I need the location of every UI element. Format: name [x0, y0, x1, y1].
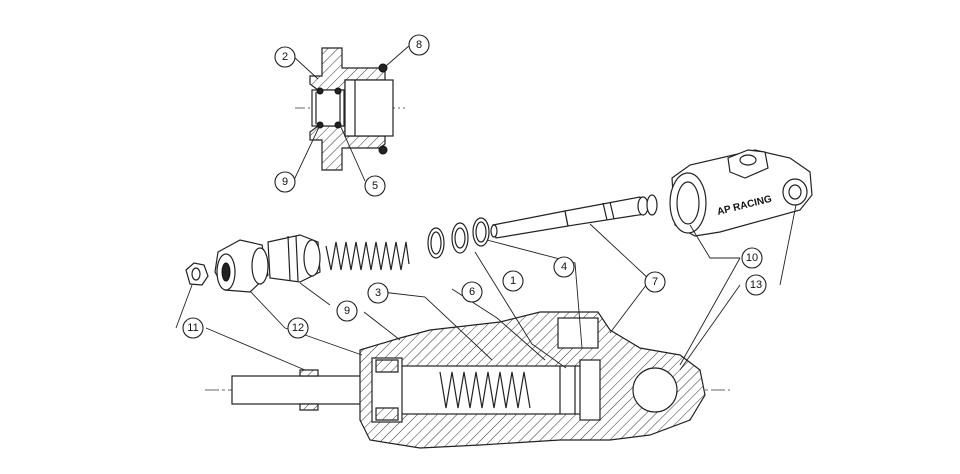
callout-label: 9 [344, 305, 350, 317]
callout-label: 1 [510, 275, 516, 287]
callout-balloon: 11 [182, 317, 204, 339]
callout-label: 7 [652, 276, 658, 288]
callout-balloon: 8 [408, 34, 430, 56]
callout-balloon: 4 [553, 256, 575, 278]
callout-balloon: 9 [336, 300, 358, 322]
callout-balloon: 3 [367, 282, 389, 304]
callout-balloon: 1 [502, 270, 524, 292]
callout-balloon: 12 [287, 317, 309, 339]
callout-label: 9 [282, 176, 288, 188]
callout-balloon: 5 [364, 175, 386, 197]
callout-label: 5 [372, 180, 378, 192]
return-spring [325, 241, 410, 271]
callout-balloons: 1 2 3 4 5 6 7 8 9 9 10 1 [182, 34, 767, 339]
callout-label: 2 [282, 51, 288, 63]
callout-label: 13 [750, 279, 762, 291]
callout-balloon: 10 [741, 247, 763, 269]
circlip-and-washers [427, 217, 490, 259]
callout-balloon: 7 [644, 271, 666, 293]
callout-balloon: 9 [274, 171, 296, 193]
callout-balloon: 6 [461, 281, 483, 303]
pushrod [490, 194, 658, 239]
gland-nut [214, 239, 269, 293]
leader-lines [175, 44, 797, 371]
callout-label: 10 [746, 252, 758, 264]
callout-label: 3 [375, 287, 381, 299]
callout-label: 6 [469, 286, 475, 298]
callout-label: 4 [561, 261, 567, 273]
lock-nut [185, 262, 209, 286]
callout-label: 12 [292, 322, 304, 334]
callout-label: 11 [187, 322, 198, 334]
master-cylinder-body: AP RACING [669, 149, 813, 237]
callout-label: 8 [416, 39, 422, 51]
callout-balloon: 2 [274, 46, 296, 68]
section-view [205, 311, 730, 449]
seal-carrier [267, 234, 321, 283]
callout-balloon: 13 [745, 274, 767, 296]
seal-detail-inset [295, 47, 405, 171]
